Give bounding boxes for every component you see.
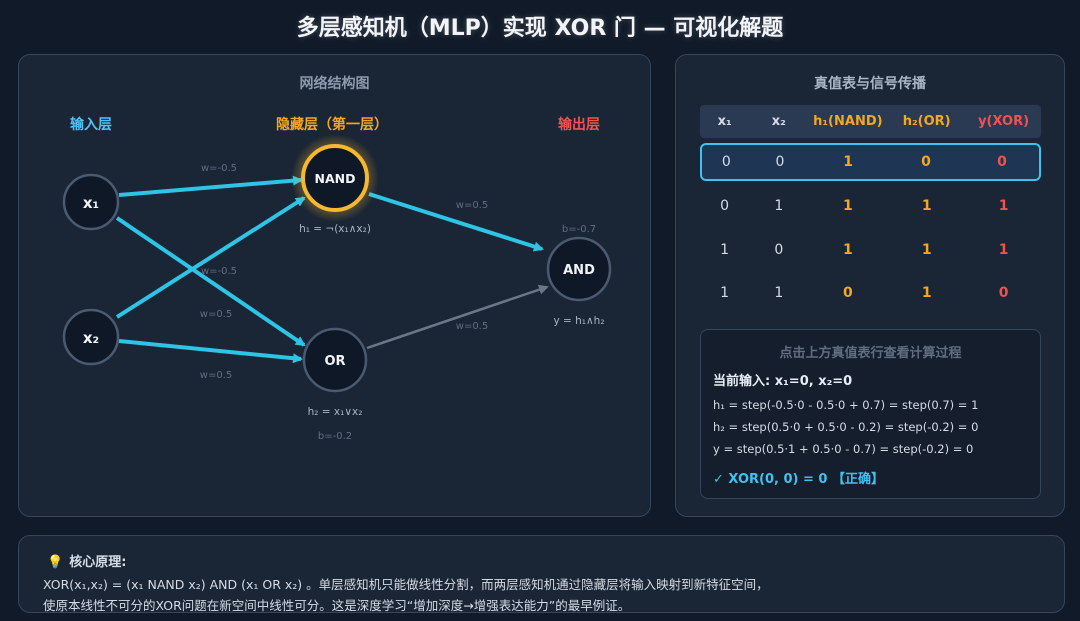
cell-x1: 1 [720, 285, 730, 301]
header-y: y(XOR) [978, 114, 1030, 129]
cell-y: 0 [997, 154, 1007, 170]
bias-or: b=-0.2 [318, 431, 352, 442]
node-x2[interactable]: x₂ [62, 308, 120, 366]
cell-x1: 1 [720, 242, 730, 258]
cell-h1: 1 [843, 154, 853, 170]
calc-line-h2: h₂ = step(0.5·0 + 0.5·0 - 0.2) = step(-0… [713, 420, 979, 434]
node-nand-label: NAND [315, 171, 356, 186]
output-layer-label: 输出层 [558, 116, 600, 133]
cell-x1: 0 [721, 154, 731, 170]
edge-or-and [366, 284, 549, 350]
lightbulb-icon: 💡 [47, 555, 64, 570]
current-input: 当前输入: x₁=0, x₂=0 [713, 374, 853, 389]
principle-line-2: 使原本线性不可分的XOR问题在新空间中线性可分。这是深度学习“增加深度→增强表达… [43, 598, 631, 613]
cell-y: 0 [998, 285, 1009, 301]
cell-x2: 0 [775, 154, 785, 170]
node-and-label: AND [563, 263, 595, 278]
node-or[interactable]: OR [302, 327, 368, 393]
cell-x2: 1 [774, 198, 784, 214]
network-panel-title: 网络结构图 [299, 76, 370, 92]
cell-h2: 1 [921, 285, 932, 301]
cell-h1: 1 [842, 198, 853, 214]
truth-table-row-3[interactable]: 1 1 0 1 0 [700, 274, 1041, 312]
network-panel: 网络结构图 输入层 隐藏层（第一层） 输出层 w=-0.5 w=-0.5 [18, 54, 651, 517]
truth-table-row-1[interactable]: 0 1 1 1 1 [700, 187, 1041, 225]
edge-x1-or [115, 216, 306, 347]
calc-result: ✓ XOR(0, 0) = 0 【正确】 [713, 472, 884, 487]
principle-panel: 💡 核心原理: XOR(x₁,x₂) = (x₁ NAND x₂) AND (x₁… [18, 535, 1065, 613]
principle-line-1: XOR(x₁,x₂) = (x₁ NAND x₂) AND (x₁ OR x₂)… [43, 577, 769, 592]
cell-y: 1 [998, 198, 1009, 214]
cell-h1: 0 [842, 285, 853, 301]
weight-nand-and: w=0.5 [456, 200, 488, 211]
page-title: 多层感知机（MLP）实现 XOR 门 — 可视化解题 [296, 16, 784, 41]
cell-y: 1 [998, 242, 1009, 258]
truth-table-row-2[interactable]: 1 0 1 1 1 [700, 231, 1041, 269]
node-and[interactable]: AND [546, 236, 612, 302]
calc-line-y: y = step(0.5·1 + 0.5·0 - 0.7) = step(-0.… [713, 442, 974, 456]
cell-h1: 1 [842, 242, 853, 258]
node-nand[interactable]: NAND [291, 134, 379, 222]
cell-h2: 1 [921, 198, 932, 214]
principle-title: 核心原理: [69, 555, 127, 570]
truth-table-row-0[interactable]: 0 0 1 0 0 [700, 143, 1041, 181]
cell-x1: 0 [720, 198, 730, 214]
calc-line-h1: h₁ = step(-0.5·0 - 0.5·0 + 0.7) = step(0… [713, 398, 979, 412]
cell-x2: 0 [774, 242, 784, 258]
weight-or-and: w=0.5 [456, 321, 488, 332]
weight-x2-nand: w=-0.5 [201, 266, 237, 277]
network-diagram: 输入层 隐藏层（第一层） 输出层 w=-0.5 w=-0.5 w=0.5 w=0… [62, 116, 612, 442]
edge-nand-and [368, 192, 544, 252]
edge-x2-nand [115, 196, 306, 319]
hidden-layer-label: 隐藏层（第一层） [276, 116, 388, 133]
edge-x1-nand [118, 175, 303, 197]
edge-x2-or [118, 339, 303, 364]
cell-h2: 0 [921, 154, 931, 170]
node-or-label: OR [324, 354, 345, 369]
header-h1: h₁(NAND) [813, 114, 883, 129]
weight-x1-or: w=0.5 [200, 309, 232, 320]
calculation-hint: 点击上方真值表行查看计算过程 [779, 346, 962, 361]
input-layer-label: 输入层 [70, 116, 112, 133]
formula-h2: h₂ = x₁∨x₂ [308, 406, 363, 418]
node-x2-label: x₂ [83, 329, 99, 347]
formula-h1: h₁ = ¬(x₁∧x₂) [299, 223, 371, 235]
truth-panel-title: 真值表与信号传播 [814, 76, 926, 92]
weight-x2-or: w=0.5 [200, 370, 232, 381]
truth-panel: 真值表与信号传播 x₁ x₂ h₁(NAND) h₂(OR) y(XOR) 0 … [675, 54, 1065, 517]
node-x1[interactable]: x₁ [62, 173, 120, 231]
header-x2: x₂ [771, 114, 786, 129]
calculation-box: 点击上方真值表行查看计算过程 当前输入: x₁=0, x₂=0 h₁ = ste… [700, 329, 1041, 499]
weight-x1-nand: w=-0.5 [201, 163, 237, 174]
cell-x2: 1 [774, 285, 784, 301]
truth-table-header: x₁ x₂ h₁(NAND) h₂(OR) y(XOR) [700, 105, 1041, 138]
cell-h2: 1 [921, 242, 932, 258]
header-h2: h₂(OR) [902, 114, 951, 129]
bias-and: b=-0.7 [562, 224, 596, 235]
node-x1-label: x₁ [83, 194, 99, 212]
formula-y: y = h₁∧h₂ [553, 315, 604, 327]
header-x1: x₁ [717, 114, 732, 129]
